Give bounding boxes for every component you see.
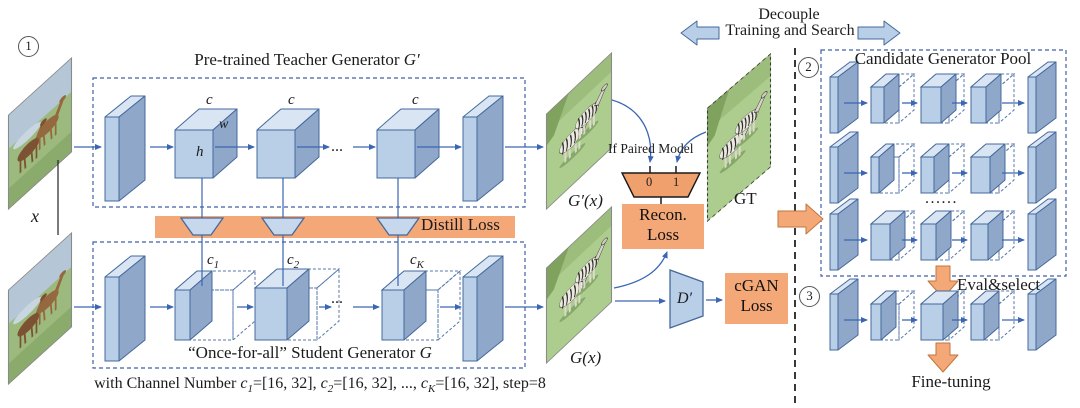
fine-tuning-label: Fine-tuning: [911, 372, 991, 391]
channel-config-line: with Channel Number c1=[16, 32], c2=[16,…: [94, 375, 546, 396]
paired-mux: [620, 166, 702, 205]
input-x-label: x: [31, 206, 39, 226]
gt-to-pool-arrow: [777, 203, 824, 235]
student-output-photo: [545, 205, 613, 365]
mux-zero: 0: [646, 175, 653, 189]
decouple-line1: Decouple: [758, 6, 820, 23]
loss-routing-arrows: [611, 99, 707, 289]
student-c2-label: c2: [287, 252, 300, 271]
eval-select-arrow: [927, 265, 959, 299]
teacher-dim-c1: c: [206, 92, 213, 108]
input-photo-top: [7, 56, 73, 211]
input-photo-bottom: [7, 231, 73, 386]
student-c1-label: c1: [207, 252, 220, 271]
pool-row-1: [829, 61, 1057, 134]
student-output-label: G(x): [570, 348, 602, 367]
pool-row-3: [829, 198, 1057, 271]
teacher-output-photo: [545, 51, 613, 211]
if-paired-label: If Paired Model: [608, 141, 694, 156]
pool-title: Candidate Generator Pool: [854, 49, 1032, 68]
teacher-title: Pre-trained Teacher Generator G′: [194, 50, 420, 69]
selected-generator-row: [829, 278, 1057, 351]
stage2-badge: 2: [798, 57, 819, 78]
teacher-dim-h: h: [196, 144, 204, 160]
gan-arrows: [615, 297, 723, 304]
teacher-dim-c2: c: [288, 92, 295, 108]
pool-ellipsis: ......: [925, 190, 958, 207]
dashed-boxes: [92, 77, 526, 369]
teacher-ellipsis: ...: [331, 138, 343, 155]
eval-select-label: Eval&select: [957, 275, 1041, 294]
recon-loss-box: Recon.Loss: [622, 204, 704, 249]
candidate-pool-box: [820, 49, 1067, 277]
gt-label: GT: [734, 189, 757, 208]
discriminator-label: D′: [677, 290, 693, 307]
stage3-badge: 3: [799, 286, 820, 307]
pool-row-2: [829, 131, 1057, 204]
mux-one: 1: [673, 175, 680, 189]
distill-loss-label: Distill Loss: [421, 215, 500, 234]
decouple-arrows: [680, 20, 901, 46]
student-title: “Once-for-all” Student Generator G: [188, 343, 432, 362]
discriminator-block: [669, 269, 704, 329]
student-ellipsis: ...: [331, 290, 343, 307]
distill-loss-band: [155, 216, 515, 238]
student-cK-label: cK: [410, 252, 425, 271]
student-generator-blocks: [104, 255, 504, 362]
fine-tuning-arrow: [927, 342, 959, 373]
distill-funnels: [179, 178, 421, 286]
decouple-line2: Training and Search: [725, 22, 855, 39]
stage1-badge: 1: [18, 36, 39, 57]
gt-photo: [706, 52, 772, 223]
teacher-output-label: G′(x): [568, 191, 603, 210]
teacher-dim-w: w: [219, 117, 229, 132]
teacher-generator-blocks: [104, 95, 504, 202]
teacher-dim-c3: c: [412, 92, 419, 108]
